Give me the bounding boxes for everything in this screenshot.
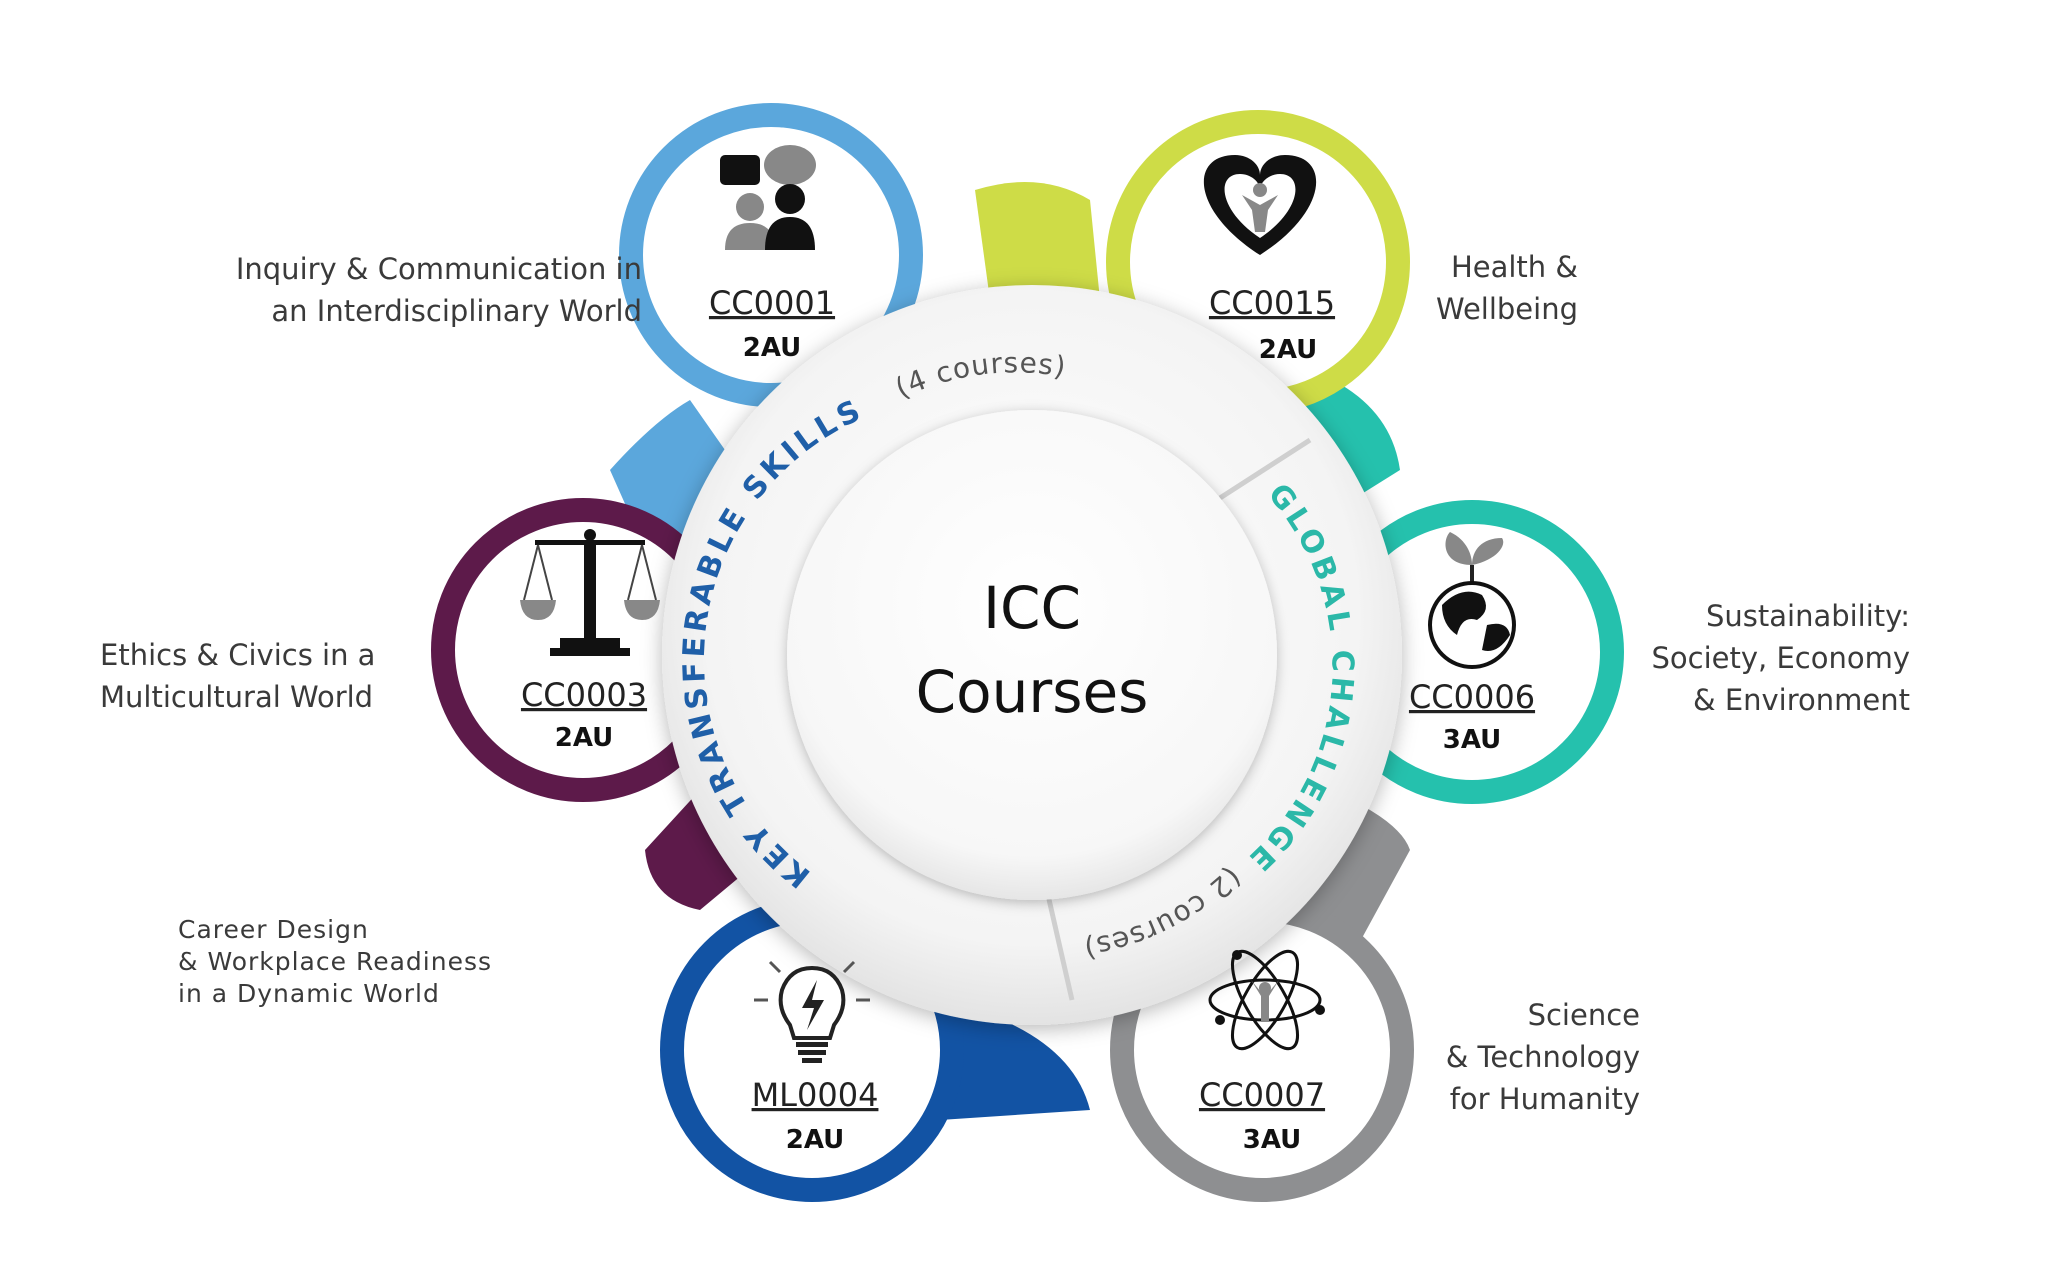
center-title-line2: Courses: [916, 658, 1149, 726]
course-name-line: an Interdisciplinary World: [271, 294, 642, 328]
course-name-line: Wellbeing: [1435, 292, 1578, 326]
course-au-cc0001: 2AU: [743, 333, 802, 363]
course-name-line: Society, Economy: [1651, 641, 1910, 675]
course-au-cc0006: 3AU: [1443, 725, 1502, 755]
course-au-cc0015: 2AU: [1259, 335, 1318, 365]
course-name-line: in a Dynamic World: [178, 979, 440, 1008]
course-au-ml0004: 2AU: [786, 1125, 845, 1155]
course-au-cc0007: 3AU: [1243, 1125, 1302, 1155]
course-name-line: Science: [1527, 998, 1640, 1032]
discussion-people-icon: [720, 145, 816, 250]
course-au-cc0003: 2AU: [555, 723, 614, 753]
course-code-cc0001[interactable]: CC0001: [709, 284, 835, 322]
course-name-line: Inquiry & Communication in: [235, 252, 642, 286]
course-code-cc0015[interactable]: CC0015: [1209, 284, 1335, 322]
scales-icon: [520, 529, 660, 656]
course-name-line: Sustainability:: [1705, 599, 1910, 633]
ring-divider-bottom: [1045, 894, 1075, 1001]
ring-divider-top: [1218, 437, 1312, 501]
course-name-line: & Environment: [1692, 683, 1910, 717]
course-code-ml0004[interactable]: ML0004: [752, 1076, 879, 1114]
course-code-cc0007[interactable]: CC0007: [1199, 1076, 1325, 1114]
center-title-line1: ICC: [983, 574, 1081, 642]
health-connector: [975, 182, 1100, 300]
course-name-line: & Workplace Readiness: [178, 947, 492, 976]
course-name-cc0007: Science & Technology for Humanity: [1400, 994, 1640, 1120]
heart-person-icon: [1203, 155, 1317, 255]
course-name-line: Health &: [1450, 250, 1578, 284]
inner-circle: [787, 410, 1277, 900]
atom-person-icon: [1208, 949, 1325, 1051]
course-name-line: Ethics & Civics in a: [100, 638, 376, 672]
ethics-connector: [645, 790, 760, 910]
course-name-line: Career Design: [178, 915, 369, 944]
course-name-cc0003: Ethics & Civics in a Multicultural World: [100, 634, 420, 718]
course-name-line: for Humanity: [1449, 1082, 1640, 1116]
course-code-cc0006[interactable]: CC0006: [1409, 678, 1535, 716]
course-name-cc0006: Sustainability: Society, Economy & Envir…: [1600, 595, 1910, 721]
career-connector: [940, 1000, 1090, 1120]
course-name-ml0004: Career Design & Workplace Readiness in a…: [178, 914, 558, 1010]
earth-sprout-icon: [1428, 532, 1516, 669]
course-name-line: & Technology: [1445, 1040, 1640, 1074]
lightbulb-icon: [754, 960, 870, 1063]
course-code-cc0003[interactable]: CC0003: [521, 676, 647, 714]
course-codes: CC0001 2AU CC0015 2AU CC0006 3AU CC0007 …: [521, 284, 1535, 1155]
course-name-cc0001: Inquiry & Communication in an Interdisci…: [200, 248, 642, 332]
course-name-line: Multicultural World: [100, 680, 374, 714]
course-name-cc0015: Health & Wellbeing: [1400, 246, 1578, 330]
